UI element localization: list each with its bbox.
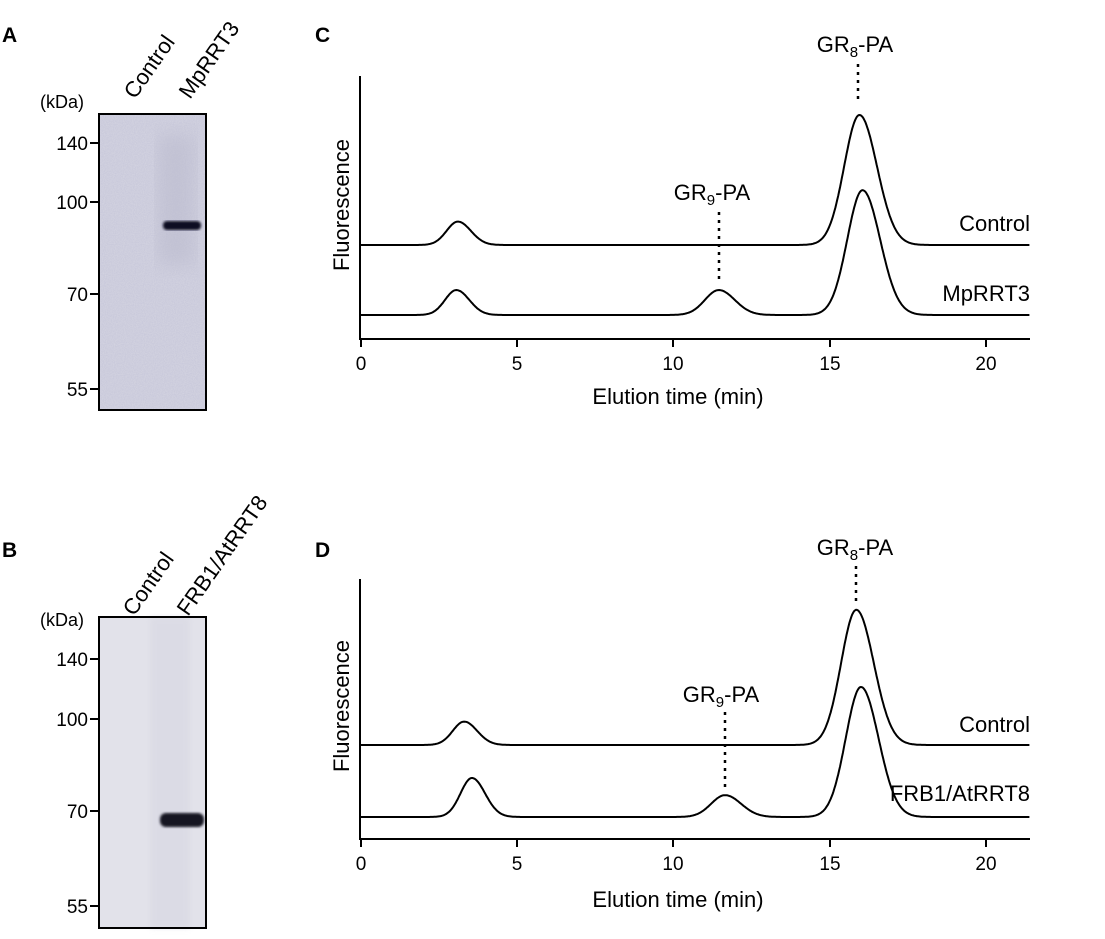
panel-b-blot — [98, 616, 207, 929]
panel-c-tick-15: 15 — [819, 339, 841, 375]
panel-b-lane-control: Control — [118, 547, 179, 619]
panel-d: D Fluorescence 0 5 10 15 20 Elution time… — [315, 535, 1030, 912]
panel-d-gr8-label: GR8-PA — [817, 535, 894, 564]
panel-c-ylabel: Fluorescence — [329, 139, 354, 271]
panel-a-letter: A — [2, 24, 17, 47]
panel-b-lane-frb1: FRB1/AtRRT8 — [172, 491, 273, 620]
panel-a-lane-control: Control — [119, 30, 180, 102]
svg-text:20: 20 — [975, 354, 996, 375]
panel-d-ticks: 0 5 10 15 20 — [356, 839, 997, 875]
svg-text:10: 10 — [662, 354, 683, 375]
svg-text:20: 20 — [975, 854, 996, 875]
panel-a-blot — [98, 113, 207, 411]
panel-a-kda-unit: (kDa) — [40, 92, 84, 112]
panel-a-marker-70: 70 — [67, 285, 88, 306]
svg-text:0: 0 — [356, 354, 367, 375]
panel-c: C Fluorescence 0 5 10 15 20 Elution time… — [315, 24, 1030, 409]
svg-text:15: 15 — [819, 354, 840, 375]
svg-text:5: 5 — [512, 354, 523, 375]
panel-d-tick-20: 20 — [975, 839, 997, 875]
panel-d-tick-10: 10 — [662, 839, 684, 875]
panel-d-trace-label-control: Control — [959, 712, 1030, 737]
panel-a: A Control MpRRT3 (kDa) 140 100 70 55 — [2, 17, 245, 411]
panel-b-marker-100: 100 — [56, 710, 88, 731]
panel-c-tick-20: 20 — [975, 339, 997, 375]
panel-b-kda-unit: (kDa) — [40, 610, 84, 630]
panel-d-gr9-label: GR9-PA — [683, 682, 760, 711]
panel-a-marker-140: 140 — [56, 134, 88, 155]
panel-c-trace-mprrt3 — [361, 189, 1030, 316]
panel-c-gr8-label: GR8-PA — [817, 32, 894, 61]
panel-d-tick-0: 0 — [356, 839, 367, 875]
panel-b-marker-70: 70 — [67, 802, 88, 823]
panel-b-markers: 140 100 70 55 — [56, 650, 99, 918]
panel-c-tick-10: 10 — [662, 339, 684, 375]
panel-d-xlabel: Elution time (min) — [592, 887, 763, 912]
panel-d-letter: D — [315, 539, 330, 562]
panel-a-lane-mprrt3: MpRRT3 — [174, 17, 245, 103]
panel-d-tick-5: 5 — [512, 839, 523, 875]
panel-d-ylabel: Fluorescence — [329, 640, 354, 772]
panel-b: B Control FRB1/AtRRT8 (kDa) 140 100 70 5… — [2, 491, 273, 929]
panel-b-letter: B — [2, 539, 17, 562]
panel-c-letter: C — [315, 24, 330, 47]
svg-text:0: 0 — [356, 854, 367, 875]
panel-c-trace-label-mprrt3: MpRRT3 — [942, 281, 1030, 306]
panel-b-marker-140: 140 — [56, 650, 88, 671]
panel-b-marker-55: 55 — [67, 897, 88, 918]
panel-c-tick-0: 0 — [356, 339, 367, 375]
panel-b-band — [160, 813, 204, 827]
panel-c-trace-control — [361, 113, 1030, 246]
panel-c-trace-label-control: Control — [959, 211, 1030, 236]
svg-text:15: 15 — [819, 854, 840, 875]
panel-d-trace-label-frb1: FRB1/AtRRT8 — [890, 781, 1030, 806]
panel-d-trace-frb1 — [361, 685, 1030, 818]
panel-c-tick-5: 5 — [512, 339, 523, 375]
panel-d-tick-15: 15 — [819, 839, 841, 875]
svg-text:5: 5 — [512, 854, 523, 875]
panel-a-marker-100: 100 — [56, 193, 88, 214]
svg-text:10: 10 — [662, 854, 683, 875]
panel-a-band — [163, 221, 201, 230]
panel-a-marker-55: 55 — [67, 380, 88, 401]
panel-c-xlabel: Elution time (min) — [592, 384, 763, 409]
panel-d-trace-control — [361, 608, 1030, 746]
panel-c-ticks: 0 5 10 15 20 — [356, 339, 997, 375]
panel-a-markers: 140 100 70 55 — [56, 134, 99, 401]
panel-a-smear — [158, 135, 194, 265]
panel-c-gr9-label: GR9-PA — [674, 180, 751, 209]
